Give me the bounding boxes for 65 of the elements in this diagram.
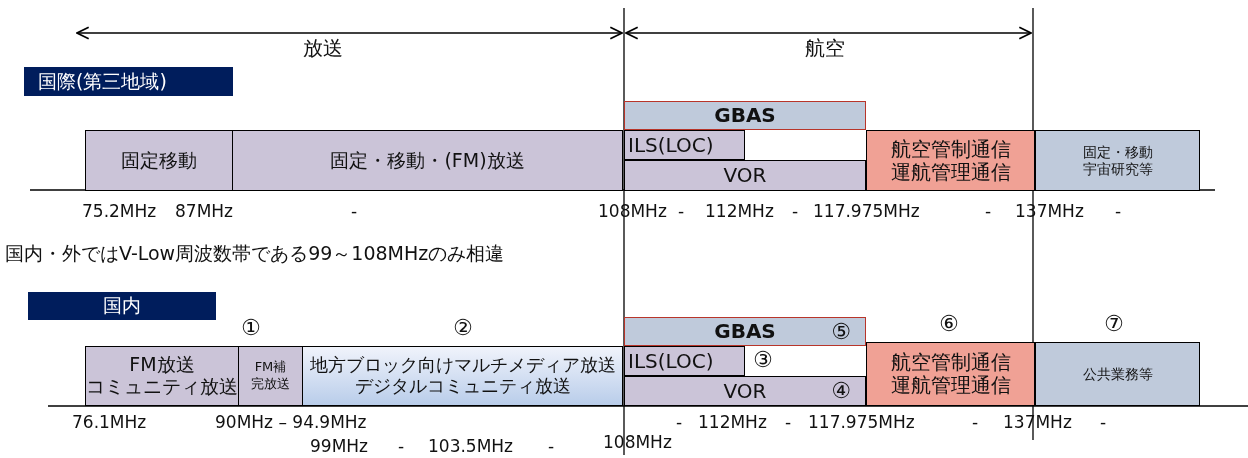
band-box [624, 160, 866, 191]
band-box [624, 101, 866, 130]
range-label: 航空 [805, 38, 845, 58]
separator-label: - [351, 203, 358, 220]
band-label: コミュニティ放送 [86, 376, 238, 398]
callout-number: ③ [753, 349, 773, 371]
frequency-label: 87MHz [175, 203, 233, 220]
callout-number: ④ [831, 378, 851, 404]
callout-number: ① [241, 317, 261, 339]
band-label: 運航管理通信 [890, 160, 1011, 184]
separator-label: - [398, 438, 405, 455]
band-label: 運航管理通信 [890, 374, 1011, 397]
callout-number: ⑥ [939, 313, 959, 335]
band-label: VOR [723, 379, 767, 403]
frequency-label: 117.975MHz [808, 414, 915, 431]
band-label: ILS(LOC) [628, 349, 714, 373]
separator-label: - [985, 203, 992, 220]
band-box [866, 130, 1035, 191]
range-label: 放送 [303, 38, 343, 58]
band-label: VOR [723, 164, 767, 187]
band-label: GBAS [714, 104, 776, 127]
separator-label: - [678, 203, 685, 220]
separator-label: - [785, 414, 792, 431]
band-box [1035, 130, 1200, 191]
band-label: GBAS [714, 320, 776, 343]
frequency-label: 90MHz – 94.9MHz [215, 414, 367, 431]
band-label: 固定・移動 [1082, 144, 1153, 161]
band-label: デジタルコミュニティ放送 [354, 376, 571, 397]
band-label: 宇宙研究等 [1082, 160, 1153, 177]
band-box [85, 346, 239, 406]
region-header [28, 292, 216, 320]
separator-label: - [548, 438, 555, 455]
frequency-label: 112MHz [698, 414, 767, 431]
separator-label: - [676, 414, 683, 431]
callout-number: ⑦ [1104, 313, 1124, 335]
frequency-label: 99MHz [310, 438, 368, 455]
band-box [624, 130, 745, 160]
separator-label: - [1100, 414, 1107, 431]
band-label: ILS(LOC) [628, 133, 714, 157]
band-box [232, 130, 623, 191]
callout-number: ⑤ [831, 318, 851, 345]
frequency-label: 76.1MHz [72, 414, 147, 431]
band-label: 国内 [103, 295, 141, 317]
band-box [624, 376, 866, 406]
band-label: 公共業務等 [1082, 365, 1153, 383]
band-label: 地方ブロック向けマルチメディア放送 [309, 355, 616, 376]
band-label: 固定移動 [121, 149, 197, 172]
frequency-label: 117.975MHz [813, 203, 920, 220]
separator-label: - [792, 203, 799, 220]
separator-label: - [1115, 203, 1122, 220]
band-label: 航空管制通信 [890, 351, 1011, 374]
region-header [24, 67, 233, 96]
band-label: 国際(第三地域) [38, 70, 167, 93]
callout-number: ② [453, 317, 473, 339]
note-text: 国内・外ではV-Low周波数帯である99～108MHzのみ相違 [5, 244, 505, 263]
separator-label: - [972, 414, 979, 431]
band-label: 固定・移動・(FM)放送 [330, 149, 525, 172]
band-label: FM放送 [129, 354, 195, 376]
band-box [624, 317, 866, 346]
frequency-label: 112MHz [705, 203, 774, 220]
frequency-label: 75.2MHz [82, 203, 157, 220]
frequency-label: 103.5MHz [428, 438, 514, 455]
band-label: FM補完放送 [250, 359, 291, 393]
band-label: 航空管制通信 [890, 137, 1011, 161]
band-box [85, 130, 233, 191]
